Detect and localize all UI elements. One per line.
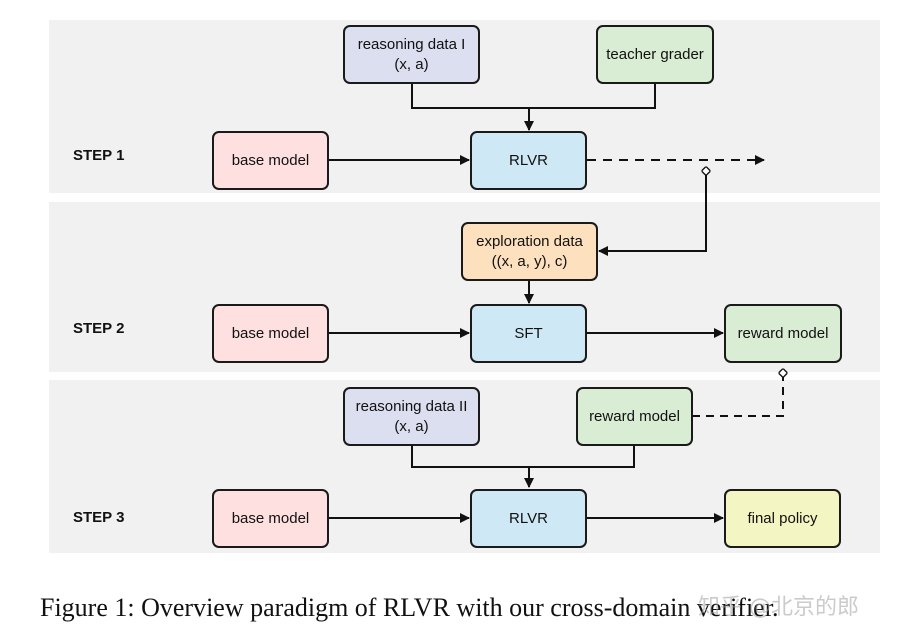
arrow-data1-to-rlvr [411, 84, 656, 128]
reward-model-2-node: reward model [724, 304, 842, 363]
rlvr-1-label: RLVR [509, 151, 548, 169]
final-policy-node: final policy [724, 489, 841, 548]
sft-node: SFT [470, 304, 587, 363]
final-policy-label: final policy [747, 509, 818, 527]
reasoning-data-1-title: reasoning data I [357, 35, 466, 53]
base-model-2-label: base model [231, 324, 310, 342]
reward-model-3-label: reward model [589, 407, 680, 425]
reasoning-data-1-format: (x, a) [394, 55, 429, 73]
reasoning-data-2-title: reasoning data II [355, 397, 468, 415]
exploration-data-title: exploration data [476, 232, 583, 250]
rlvr-3-node: RLVR [470, 489, 587, 548]
teacher-grader-label: teacher grader [606, 45, 704, 63]
step1-label: STEP 1 [73, 147, 125, 164]
base-model-1-node: base model [212, 131, 329, 190]
base-model-3-node: base model [212, 489, 329, 548]
rlvr-1-node: RLVR [470, 131, 587, 190]
base-model-2-node: base model [212, 304, 329, 363]
exploration-data-format: ((x, a, y), c) [491, 252, 568, 270]
reward-model-3-node: reward model [576, 387, 693, 446]
watermark: 知乎 @北京的郎 [698, 595, 859, 620]
reasoning-data-2-node: reasoning data II (x, a) [343, 387, 480, 446]
reward-model-2-label: reward model [737, 324, 829, 342]
reasoning-data-2-format: (x, a) [394, 417, 429, 435]
step3-label: STEP 3 [73, 509, 125, 526]
reasoning-data-1-node: reasoning data I (x, a) [343, 25, 480, 84]
base-model-3-label: base model [231, 509, 310, 527]
arrow-rlvr1-to-exploration [599, 171, 706, 251]
sft-label: SFT [514, 324, 543, 342]
rlvr-3-label: RLVR [509, 509, 548, 527]
teacher-grader-node: teacher grader [596, 25, 714, 84]
dashed-reward-link [693, 373, 783, 417]
step2-label: STEP 2 [73, 320, 125, 337]
arrow-data2-to-rlvr [411, 446, 635, 468]
base-model-1-label: base model [231, 151, 310, 169]
exploration-data-node: exploration data ((x, a, y), c) [461, 222, 598, 281]
figure-caption: Figure 1: Overview paradigm of RLVR with… [40, 593, 779, 622]
